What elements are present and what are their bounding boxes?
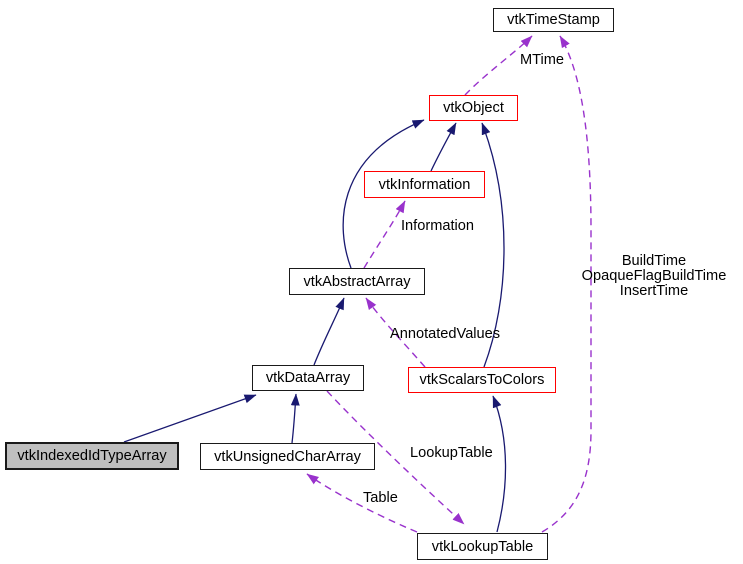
node-vtkscalarstocolors[interactable]: vtkScalarsToColors	[408, 367, 556, 393]
edge-vtklookuptable-buildtime-vtktimestamp	[541, 35, 592, 533]
edge-vtkdataarray-lookuptable-vtklookuptable	[326, 390, 465, 525]
edge-vtkunsignedchararray-to-vtkdataarray	[290, 393, 300, 444]
node-vtktimestamp[interactable]: vtkTimeStamp	[493, 8, 614, 32]
edge-vtkinformation-to-vtkobject	[430, 122, 457, 172]
edge-vtkindexedidtypearray-to-vtkdataarray	[123, 394, 257, 443]
edge-label-information: Information	[401, 218, 475, 234]
edge-vtkscalarstocolors-annotatedvalues-vtkabstractarray	[365, 297, 426, 368]
node-vtkdataarray[interactable]: vtkDataArray	[252, 365, 364, 391]
edge-label-mtime: MTime	[520, 52, 565, 68]
edge-label-opaqueflagbuildtime: OpaqueFlagBuildTime	[581, 268, 727, 285]
node-vtkindexedidtypearray: vtkIndexedIdTypeArray	[5, 442, 179, 470]
node-vtkobject[interactable]: vtkObject	[429, 95, 518, 121]
node-vtkinformation[interactable]: vtkInformation	[364, 171, 485, 198]
edge-vtkabstractarray-to-vtkobject	[342, 119, 425, 269]
node-vtkabstractarray[interactable]: vtkAbstractArray	[289, 268, 425, 295]
node-vtkunsignedchararray[interactable]: vtkUnsignedCharArray	[200, 443, 375, 470]
edge-label-inserttime: InsertTime	[619, 283, 689, 300]
edge-label-buildtime-group: BuildTime OpaqueFlagBuildTime InsertTime	[565, 253, 743, 300]
edge-label-table: Table	[363, 490, 398, 506]
edge-vtkdataarray-to-vtkabstractarray	[313, 297, 345, 366]
edge-vtkabstractarray-information-vtkinformation	[363, 200, 406, 269]
edge-label-buildtime: BuildTime	[621, 253, 687, 269]
node-vtklookuptable[interactable]: vtkLookupTable	[417, 533, 548, 560]
edge-label-lookuptable: LookupTable	[410, 445, 493, 461]
edge-vtkscalarstocolors-to-vtkobject	[481, 122, 505, 368]
edge-vtklookuptable-to-vtkscalarstocolors	[492, 395, 507, 533]
edge-label-annotatedvalues: AnnotatedValues	[390, 326, 501, 342]
edge-vtklookuptable-table-vtkunsignedchararray	[306, 473, 418, 533]
